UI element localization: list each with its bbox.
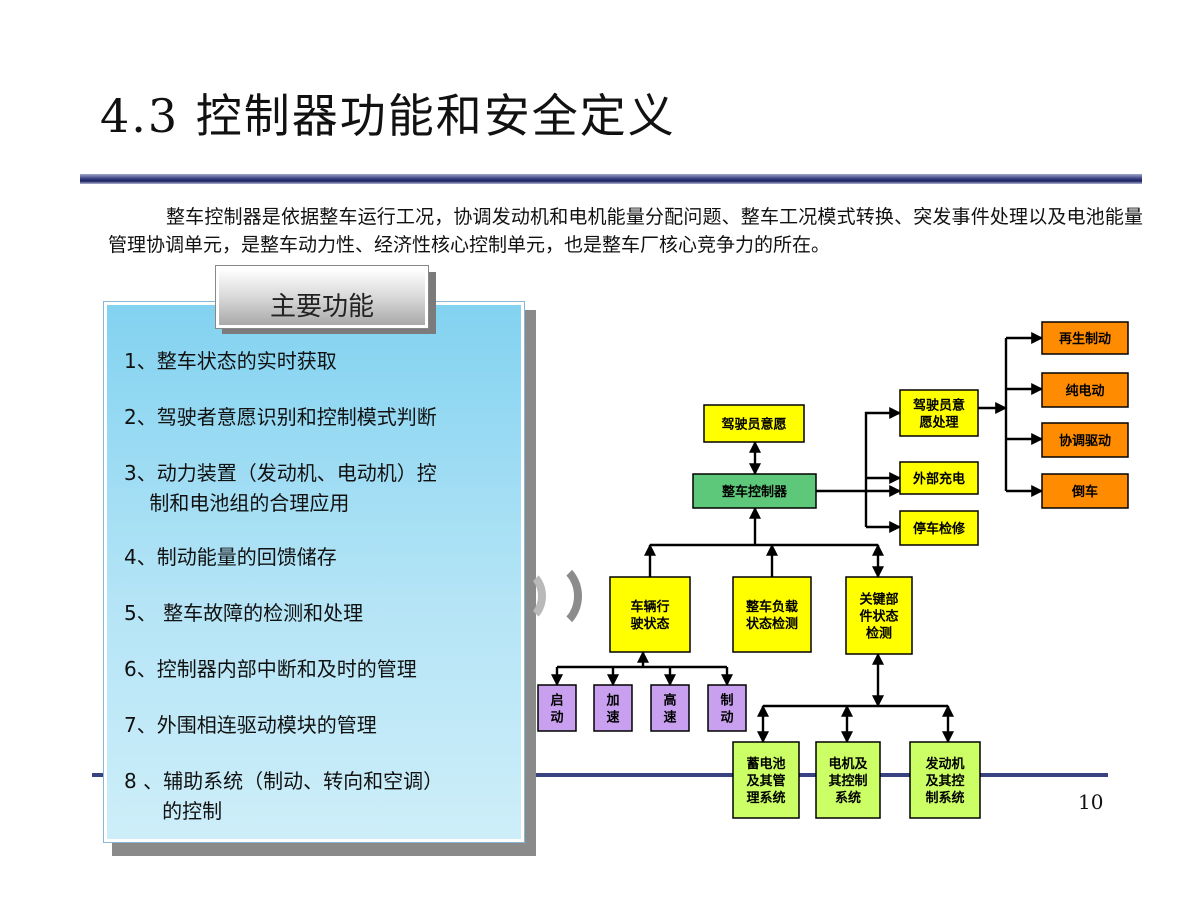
node-label: 整车控制器	[721, 484, 788, 500]
node-box	[899, 461, 979, 495]
node-label: 整车负载	[745, 599, 798, 615]
node-label: 加	[605, 694, 619, 709]
node-accel: 加速	[593, 684, 633, 732]
node-label: 倒车	[1071, 484, 1098, 500]
node-box	[537, 684, 577, 732]
node-label: 再生制动	[1059, 331, 1111, 347]
node-label: 状态检测	[746, 616, 798, 632]
function-item: 5、 整车故障的检测和处理	[124, 601, 364, 625]
node-box	[707, 684, 747, 732]
node-label: 外部充电	[912, 471, 965, 487]
function-item: 3、动力装置（发动机、电动机）控 制和电池组的合理应用	[124, 461, 437, 515]
node-box	[609, 576, 691, 653]
node-box	[815, 741, 881, 819]
connector	[864, 407, 902, 527]
node-box	[1041, 321, 1129, 355]
node-driver-intent: 驾驶员意愿	[703, 404, 805, 443]
panel-heading-tab: 主要功能	[215, 265, 429, 329]
node-box	[703, 404, 805, 443]
node-box	[732, 576, 812, 653]
node-label: 制系统	[925, 790, 964, 806]
intro-paragraph: 整车控制器是依据整车运行工况，协调发动机和电机能量分配问题、整车工况模式转换、突…	[108, 206, 1143, 256]
node-box	[1041, 372, 1129, 408]
node-label: 速	[606, 710, 619, 726]
node-box	[909, 741, 981, 819]
node-box	[1041, 422, 1129, 458]
node-label: 驾驶员意愿	[721, 417, 786, 433]
node-label: 其控制	[828, 773, 867, 789]
function-item: 2、驾驶者意愿识别和控制模式判断	[124, 405, 437, 429]
node-box	[1041, 473, 1129, 509]
node-label: 愿处理	[919, 415, 958, 431]
node-pure-ev: 纯电动	[1041, 372, 1129, 408]
node-label: 速	[663, 710, 676, 726]
node-label: 驾驶员意	[913, 398, 965, 414]
node-label: 关键部	[859, 592, 898, 608]
node-brake: 制动	[707, 684, 747, 732]
node-label: 高	[663, 693, 676, 709]
node-label: 驶状态	[630, 616, 669, 632]
node-label: 电机及	[828, 756, 868, 772]
node-label: 制	[720, 693, 733, 709]
node-label: 件状态	[859, 609, 898, 625]
node-vcu: 整车控制器	[692, 473, 817, 509]
node-label: 协调驱动	[1059, 433, 1111, 449]
node-label: 启	[550, 693, 563, 709]
node-ext-charge: 外部充电	[899, 461, 979, 495]
node-label: 动	[550, 711, 563, 726]
node-box	[650, 684, 690, 732]
node-high-speed: 高速	[650, 684, 690, 732]
panel-heading: 主要功能	[269, 291, 374, 322]
node-label: 停车检修	[913, 521, 966, 537]
function-item: 8 、辅助系统（制动、转向和空调） 的控制	[124, 769, 444, 823]
title-divider	[80, 174, 1142, 184]
function-item: 7、外围相连驱动模块的管理	[124, 713, 377, 737]
function-item: 4、制动能量的回馈储存	[124, 545, 337, 569]
node-label: 发动机	[924, 756, 964, 772]
node-regen: 再生制动	[1041, 321, 1129, 355]
node-coop-drive: 协调驱动	[1041, 422, 1129, 458]
node-label: 纯电动	[1065, 383, 1104, 399]
connectors	[551, 332, 1044, 744]
node-start: 启动	[537, 684, 577, 732]
node-box	[899, 389, 979, 437]
page-number: 10	[1078, 790, 1104, 814]
node-park-check: 停车检修	[899, 510, 979, 546]
node-label: 及其管	[746, 773, 785, 789]
node-box	[899, 510, 979, 546]
node-box	[732, 741, 800, 819]
decorative-arc-outer	[518, 560, 582, 632]
node-box	[845, 576, 913, 655]
node-box	[593, 684, 633, 732]
node-label: 及其控	[925, 773, 964, 789]
function-item: 1、整车状态的实时获取	[124, 349, 337, 373]
node-label: 检测	[866, 626, 892, 642]
node-label: 蓄电池	[746, 756, 785, 772]
node-label: 系统	[835, 790, 861, 806]
footer-line-left	[92, 773, 106, 777]
node-label: 理系统	[746, 790, 785, 806]
node-box	[692, 473, 817, 509]
function-item: 6、控制器内部中断和及时的管理	[124, 657, 417, 681]
page-title: 4.3 控制器功能和安全定义	[100, 89, 676, 143]
node-label: 动	[720, 711, 733, 726]
node-reverse: 倒车	[1041, 473, 1129, 509]
node-label: 车辆行	[630, 599, 669, 615]
